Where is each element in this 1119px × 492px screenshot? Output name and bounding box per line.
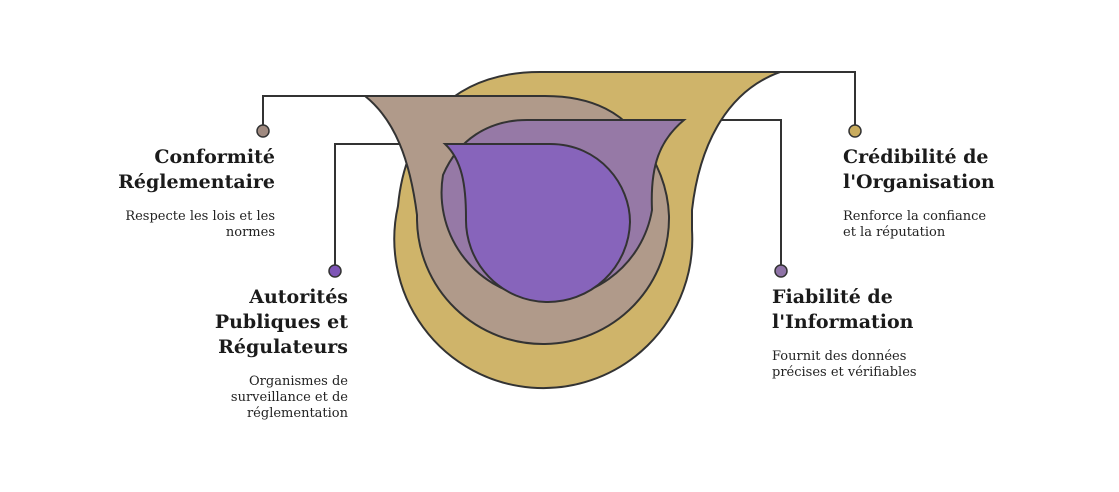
desc-credibilite: Renforce la confiance et la réputation — [843, 209, 1073, 241]
desc-line: réglementation — [246, 406, 348, 421]
connector-conformite — [262, 95, 365, 131]
desc-conformite: Respecte les lois et les normes — [55, 209, 275, 241]
dot-autorites — [328, 264, 342, 278]
title-line: Crédibilité de — [843, 146, 989, 168]
title-line: Autorités — [249, 286, 348, 308]
label-conformite: Conformité Réglementaire Respecte les lo… — [55, 145, 275, 241]
desc-line: précises et vérifiables — [772, 365, 917, 380]
dot-fiabilite — [774, 264, 788, 278]
dot-conformite — [256, 124, 270, 138]
title-fiabilite: Fiabilité de l'Information — [772, 285, 1002, 335]
desc-fiabilite: Fournit des données précises et vérifiab… — [772, 349, 1002, 381]
title-line: Réglementaire — [118, 171, 275, 193]
desc-line: normes — [225, 225, 275, 240]
desc-line: Respecte les lois et les — [125, 209, 275, 224]
title-line: Régulateurs — [218, 336, 348, 358]
connector-credibilite — [780, 71, 856, 131]
desc-line: surveillance et de — [230, 390, 348, 405]
desc-line: Renforce la confiance — [843, 209, 987, 224]
title-line: Publiques et — [214, 311, 348, 333]
title-line: Conformité — [154, 146, 275, 168]
title-conformite: Conformité Réglementaire — [55, 145, 275, 195]
label-autorites: Autorités Publiques et Régulateurs Organ… — [128, 285, 348, 422]
layer-autorites-shape — [442, 143, 632, 304]
title-line: Fiabilité de — [772, 286, 893, 308]
title-credibilite: Crédibilité de l'Organisation — [843, 145, 1073, 195]
label-fiabilite: Fiabilité de l'Information Fournit des d… — [772, 285, 1002, 381]
desc-line: Fournit des données — [772, 349, 907, 364]
label-credibilite: Crédibilité de l'Organisation Renforce l… — [843, 145, 1073, 241]
desc-line: Organismes de — [249, 374, 348, 389]
dot-credibilite — [848, 124, 862, 138]
title-line: l'Organisation — [843, 171, 995, 193]
title-line: l'Information — [772, 311, 914, 333]
desc-autorites: Organismes de surveillance et de régleme… — [128, 374, 348, 422]
desc-line: et la réputation — [843, 225, 946, 240]
title-autorites: Autorités Publiques et Régulateurs — [128, 285, 348, 360]
